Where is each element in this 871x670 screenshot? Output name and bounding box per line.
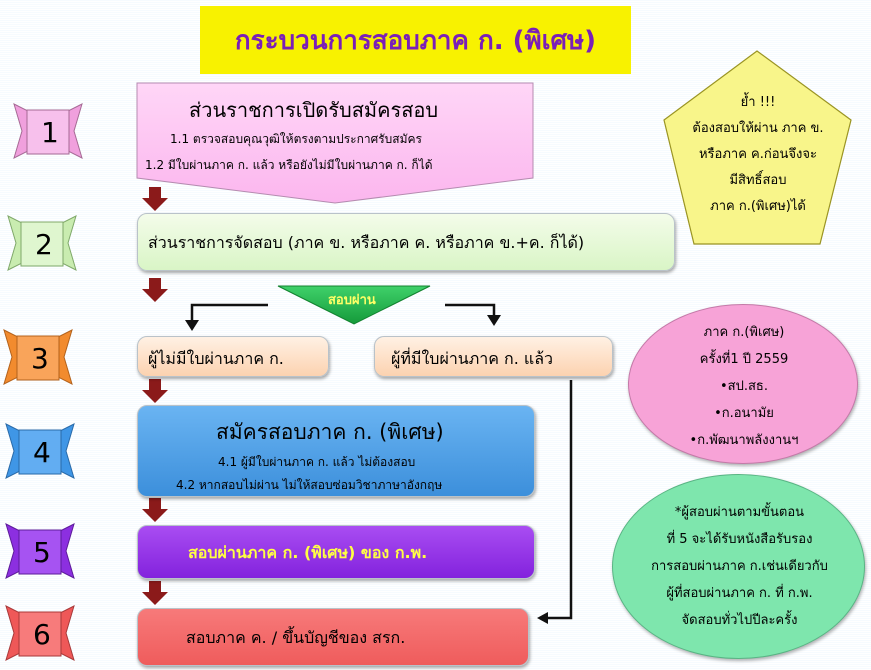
step5-text: สอบผ่านภาค ก. (พิเศษ) ของ ก.พ. xyxy=(188,543,428,562)
round1-note: ภาค ก.(พิเศษ) ครั้งที่1 ปี 2559 •สป.สธ. … xyxy=(628,304,858,464)
step-number-5: 5 xyxy=(33,536,51,569)
reminder-line-4: มีสิทธิ์สอบ xyxy=(729,173,787,188)
certificate-line-5: จัดสอบทั่วไปปีละครั้ง xyxy=(681,613,798,628)
step4-box: สมัครสอบภาค ก. (พิเศษ) 4.1 ผู้มีใบผ่านภา… xyxy=(137,405,535,497)
reminder-line-5: ภาค ก.(พิเศษ)ได้ xyxy=(710,199,806,214)
reminder-line-2: ต้องสอบให้ผ่าน ภาค ข. xyxy=(692,121,824,136)
pass-label: สอบผ่าน xyxy=(328,293,376,308)
reminder-pentagon xyxy=(663,50,852,245)
step3-right-text: ผู้ที่มีใบผ่านภาค ก. แล้ว xyxy=(391,349,554,368)
step3-left-box: ผู้ไม่มีใบผ่านภาค ก. xyxy=(137,336,329,377)
certificate-note-text: *ผู้สอบผ่านตามขั้นตอน ที่ 5 จะได้รับหนัง… xyxy=(613,499,866,634)
step6-text: สอบภาค ค. / ขึ้นบัญชีของ สรก. xyxy=(186,628,406,647)
step4-heading: สมัครสอบภาค ก. (พิเศษ) xyxy=(216,420,444,444)
down-arrow-2 xyxy=(142,278,168,302)
step5-box: สอบผ่านภาค ก. (พิเศษ) ของ ก.พ. xyxy=(137,525,535,579)
step4-item-1: 4.1 ผู้มีใบผ่านภาค ก. แล้ว ไม่ต้องสอบ xyxy=(218,455,416,469)
reminder-line-3: หรือภาค ค.ก่อนจึงจะ xyxy=(698,147,817,162)
step2-text: ส่วนราชการจัดสอบ (ภาค ข. หรือภาค ค. หรือ… xyxy=(148,233,585,252)
step3-left-text: ผู้ไม่มีใบผ่านภาค ก. xyxy=(148,349,284,368)
step-ribbon-6 xyxy=(5,605,75,661)
down-arrow-5 xyxy=(142,581,168,605)
round1-line-1: ภาค ก.(พิเศษ) xyxy=(703,325,785,340)
pass-banner xyxy=(277,285,431,325)
step-ribbon-2 xyxy=(7,215,77,271)
branch-left-arrow xyxy=(190,303,268,323)
branch-arrows xyxy=(190,303,573,620)
certificate-line-1: *ผู้สอบผ่านตามขั้นตอน xyxy=(674,505,805,520)
step1-item-1: 1.1 ตรวจสอบคุณวุฒิให้ตรงตามประกาศรับสมัค… xyxy=(170,132,422,146)
bypass-arrow xyxy=(545,380,573,620)
arrowheads xyxy=(185,315,548,624)
down-arrows xyxy=(142,187,168,605)
round1-line-3: •สป.สธ. xyxy=(720,379,768,394)
step-ribbon-4 xyxy=(5,423,75,479)
branch-right-arrow xyxy=(445,303,496,318)
step-number-2: 2 xyxy=(35,228,53,261)
step-number-3: 3 xyxy=(31,342,49,375)
round1-line-4: •ก.อนามัย xyxy=(714,406,774,421)
certificate-line-4: ผู้ที่สอบผ่านภาค ก. ที่ ก.พ. xyxy=(666,586,813,601)
certificate-line-2: ที่ 5 จะได้รับหนังสือรับรอง xyxy=(666,532,813,547)
down-arrow-4 xyxy=(142,498,168,522)
step-ribbon-5 xyxy=(5,523,75,579)
step1-heading: ส่วนราชการเปิดรับสมัครสอบ xyxy=(189,98,439,122)
step-number-1: 1 xyxy=(41,116,59,149)
step-number-6: 6 xyxy=(33,618,51,651)
reminder-line-1: ย้ำ !!! xyxy=(740,95,776,110)
step-ribbon-3 xyxy=(3,329,73,385)
step-ribbon-1 xyxy=(13,103,83,159)
round1-note-text: ภาค ก.(พิเศษ) ครั้งที่1 ปี 2559 •สป.สธ. … xyxy=(629,319,859,454)
step4-item-2: 4.2 หากสอบไม่ผ่าน ไม่ให้สอบซ่อมวิชาภาษาอ… xyxy=(176,478,443,492)
slide-title: กระบวนการสอบภาค ก. (พิเศษ) xyxy=(200,6,631,74)
certificate-note: *ผู้สอบผ่านตามขั้นตอน ที่ 5 จะได้รับหนัง… xyxy=(612,474,865,659)
step2-box: ส่วนราชการจัดสอบ (ภาค ข. หรือภาค ค. หรือ… xyxy=(137,213,675,271)
step3-right-box: ผู้ที่มีใบผ่านภาค ก. แล้ว xyxy=(374,336,613,377)
step1-item-2: 1.2 มีใบผ่านภาค ก. แล้ว หรือยังไม่มีใบผ่… xyxy=(145,158,433,172)
down-arrow-1 xyxy=(142,187,168,211)
certificate-line-3: การสอบผ่านภาค ก.เช่นเดียวกับ xyxy=(651,559,828,574)
step6-box: สอบภาค ค. / ขึ้นบัญชีของ สรก. xyxy=(137,608,529,666)
step1-box xyxy=(136,82,534,204)
reminder-note: ย้ำ !!! ต้องสอบให้ผ่าน ภาค ข. หรือภาค ค.… xyxy=(664,90,852,220)
round1-line-2: ครั้งที่1 ปี 2559 xyxy=(699,352,789,367)
round1-line-5: •ก.พัฒนาพลังงานฯ xyxy=(689,433,799,448)
slide-title-text: กระบวนการสอบภาค ก. (พิเศษ) xyxy=(234,25,597,56)
step-number-4: 4 xyxy=(33,436,51,469)
down-arrow-3 xyxy=(142,379,168,403)
